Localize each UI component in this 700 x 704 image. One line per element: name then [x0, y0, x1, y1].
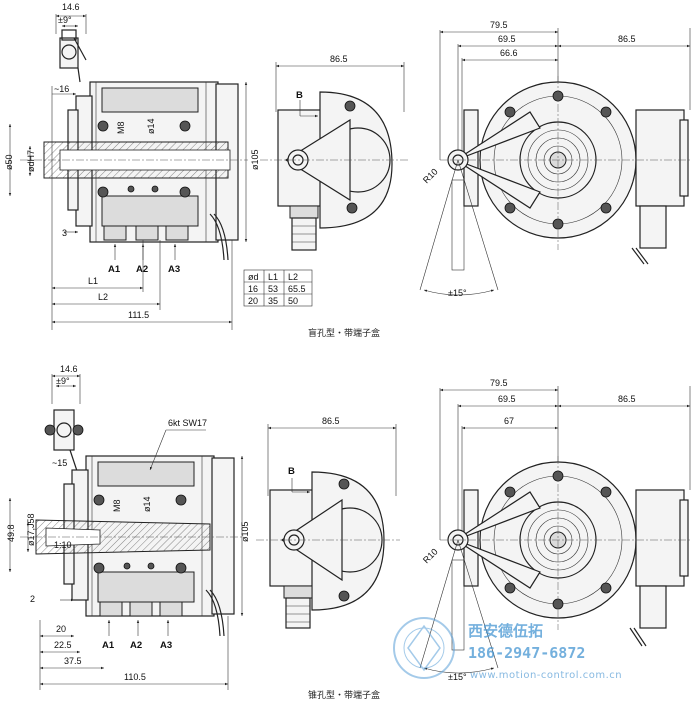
dim-bot-taper: 1:10 [54, 540, 72, 550]
connector-bot-a2: A2 [130, 640, 142, 651]
dim-bot-pm15: ±15° [448, 672, 467, 682]
top-side-view [8, 14, 248, 330]
watermark-company: 西安德伍拓 [468, 622, 543, 640]
dim-top-16: ~16 [54, 84, 69, 94]
dim-top-o14: ø14 [146, 118, 156, 134]
caption-top: 盲孔型・带端子盒 [308, 327, 380, 339]
dim-bot-o17: ø17,J58 [26, 513, 36, 546]
dim-top-14-6: 14.6 [62, 2, 80, 12]
dim-bot-67: 67 [504, 416, 514, 426]
table-cell: 16 [248, 284, 258, 294]
dimension-table: ød L1 L2 16 53 65.5 20 35 50 [243, 269, 313, 307]
watermark-url: www.motion-control.com.cn [470, 670, 622, 681]
table-cell: 50 [288, 296, 298, 306]
dim-top-m8: M8 [116, 121, 126, 134]
connector-bot-a1: A1 [102, 640, 115, 651]
dim-top-pm15: ±15° [448, 288, 467, 298]
label-top-b: B [296, 90, 303, 101]
connector-top-a3: A3 [168, 264, 180, 275]
table-cell: 35 [268, 296, 278, 306]
dim-top-79-5: 79.5 [490, 20, 508, 30]
label-bot-b: B [288, 466, 295, 477]
table-cell: 65.5 [288, 284, 306, 294]
dim-bot-86-5-right: 86.5 [618, 394, 636, 404]
dim-top-86-5-mid: 86.5 [330, 54, 348, 64]
connector-bot-a3: A3 [160, 640, 172, 651]
dim-bot-15: ~15 [52, 458, 67, 468]
table-header-od: ød [248, 272, 259, 282]
top-rear-view [419, 28, 691, 296]
dim-top-66-6: 66.6 [500, 48, 518, 58]
table-cell: 53 [268, 284, 278, 294]
top-front-view [260, 62, 410, 251]
dim-bot-37-5: 37.5 [64, 656, 82, 666]
bottom-side-view [8, 374, 244, 690]
connector-top-a2: A2 [136, 264, 148, 275]
dim-bot-86-5-mid: 86.5 [322, 416, 340, 426]
watermark-phone: 186-2947-6872 [468, 644, 585, 662]
watermark-logo [393, 617, 455, 679]
dim-bot-20: 20 [56, 624, 66, 634]
table-header-l2: L2 [288, 272, 298, 282]
dim-top-111-5: 111.5 [128, 310, 149, 320]
dim-bot-49-8: 49.8 [6, 524, 16, 542]
bottom-front-view [256, 424, 400, 629]
dim-bot-69-5: 69.5 [498, 394, 516, 404]
dim-bot-110-5: 110.5 [124, 672, 146, 682]
dim-top-r10: R10 [421, 167, 440, 186]
dim-top-69-5: 69.5 [498, 34, 516, 44]
dim-bot-r10: R10 [421, 547, 440, 566]
dim-top-3: 3 [62, 228, 67, 238]
dim-bot-22-5: 22.5 [54, 640, 72, 650]
dim-top-o105: ø105 [250, 149, 260, 170]
dim-top-86-5-right: 86.5 [618, 34, 636, 44]
connector-top-a1: A1 [108, 264, 121, 275]
dim-top-l1: L1 [88, 276, 98, 286]
dim-bot-2: 2 [30, 594, 35, 604]
table-header-l1: L1 [268, 272, 278, 282]
dim-bot-m8: M8 [112, 499, 122, 512]
dim-bot-sw17: 6kt SW17 [168, 418, 207, 428]
dim-bot-o14: ø14 [142, 496, 152, 512]
dim-top-l2: L2 [98, 292, 108, 302]
dim-bot-angle: ±9° [56, 376, 70, 386]
dim-top-o50: ø50 [4, 154, 14, 170]
dim-top-odh7: ødH7 [26, 150, 36, 172]
dim-bot-o105: ø105 [240, 521, 250, 542]
caption-bottom: 锥孔型・带端子盒 [308, 689, 380, 701]
dim-top-angle: ±9° [58, 15, 72, 25]
dim-bot-79-5: 79.5 [490, 378, 508, 388]
bottom-rear-view [419, 386, 691, 674]
dim-bot-14-6: 14.6 [60, 364, 78, 374]
table-cell: 20 [248, 296, 258, 306]
